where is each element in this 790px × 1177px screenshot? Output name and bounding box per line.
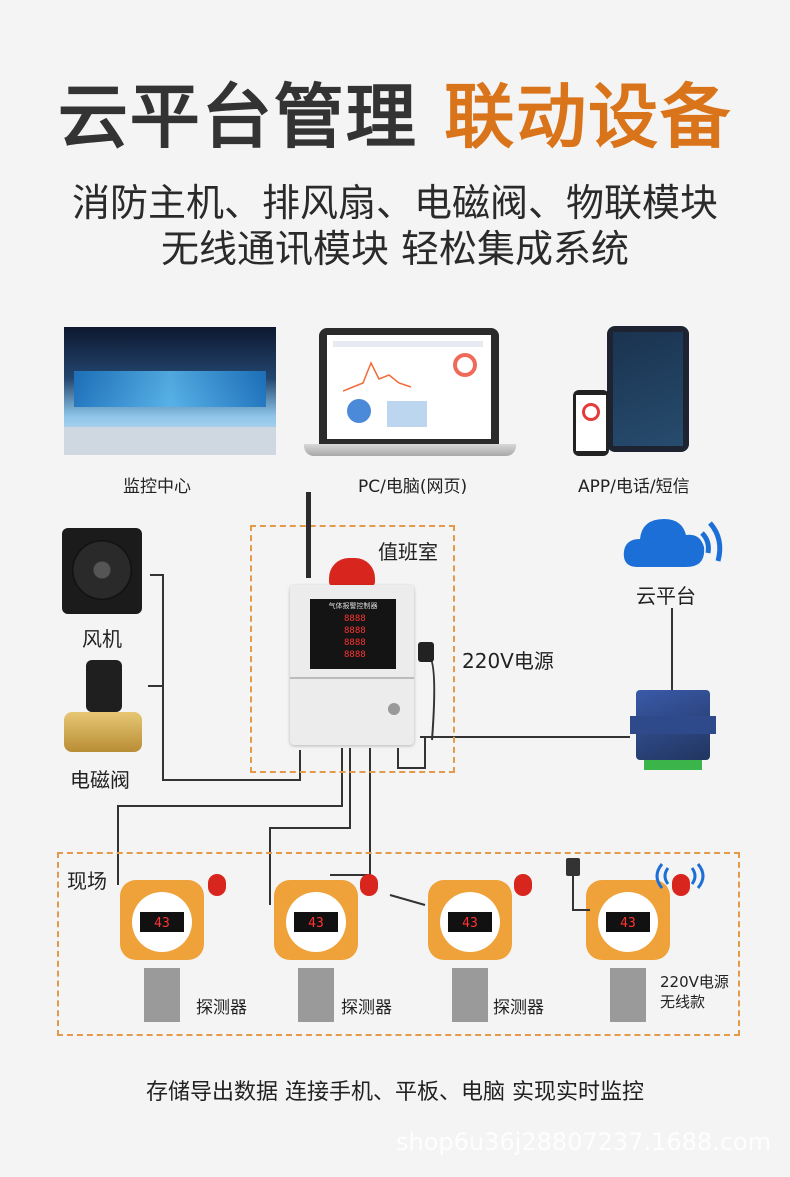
key-switch-icon xyxy=(388,703,400,715)
subtitle-line2: 无线通讯模块 轻松集成系统 xyxy=(160,227,630,271)
controller-screen: 气体报警控制器 8888 8888 8888 8888 xyxy=(310,599,396,669)
tablet-image xyxy=(607,326,689,452)
subtitle-line1: 消防主机、排风扇、电磁阀、物联模块 xyxy=(71,181,718,225)
page-title: 云平台管理 联动设备 xyxy=(0,72,790,162)
detector3-reading: 43 xyxy=(462,916,478,931)
cloud-icon xyxy=(623,519,723,567)
title-dark: 云平台管理 xyxy=(57,76,418,158)
adapter-icon xyxy=(566,858,580,876)
wireless-signal-icon xyxy=(655,863,670,889)
laptop-base xyxy=(304,444,516,456)
fan-image xyxy=(62,528,142,614)
laptop-image xyxy=(319,328,499,444)
detector3-label: 探测器 xyxy=(493,998,544,1018)
fan-line xyxy=(150,574,301,781)
valve-label: 电磁阀 xyxy=(70,768,130,792)
laptop-chart xyxy=(343,361,412,392)
monitoring-center-label: 监控中心 xyxy=(123,477,191,497)
cloud-label: 云平台 xyxy=(636,584,696,608)
pc-label: PC/电脑(网页) xyxy=(358,477,468,497)
duty-room-box xyxy=(250,525,455,773)
reading-2: 8888 xyxy=(344,626,366,636)
iot-router xyxy=(630,690,716,772)
controller-title: 气体报警控制器 xyxy=(328,602,378,610)
duty-room-label: 值班室 xyxy=(378,540,438,564)
detector2-line xyxy=(269,748,351,905)
detector2-label: 探测器 xyxy=(341,998,392,1018)
reading-3: 8888 xyxy=(344,638,366,648)
detector-1: 43 xyxy=(120,874,226,1022)
reading-4: 8888 xyxy=(344,650,366,660)
controller-body: 气体报警控制器 8888 8888 8888 8888 xyxy=(290,585,414,745)
phone-image xyxy=(573,390,609,456)
field-box xyxy=(57,852,740,1036)
field-label: 现场 xyxy=(67,869,107,893)
fan-label: 风机 xyxy=(82,627,122,651)
detector-2: 43 xyxy=(274,874,378,1022)
wireless-label: 无线款 xyxy=(660,993,706,1011)
title-accent: 联动设备 xyxy=(444,76,733,158)
power-plug-icon xyxy=(418,642,434,662)
detector1-line xyxy=(117,748,343,885)
detector1-label: 探测器 xyxy=(196,998,247,1018)
monitoring-center-image xyxy=(64,327,276,455)
power-label: 220V电源 xyxy=(462,649,554,673)
detector-3: 43 xyxy=(428,874,532,1022)
power-line xyxy=(397,737,426,769)
detector3-line xyxy=(389,894,426,906)
antenna-icon xyxy=(306,492,311,578)
valve-image xyxy=(62,660,144,754)
reading-1: 8888 xyxy=(344,614,366,624)
detector2-reading: 43 xyxy=(308,916,324,931)
watermark: shop6u36j28807237.1688.com xyxy=(396,1128,772,1156)
detector4-reading: 43 xyxy=(620,916,636,931)
wireless-power-label: 220V电源 xyxy=(660,973,729,991)
app-label: APP/电话/短信 xyxy=(578,477,690,497)
detector-wireless: 43 xyxy=(566,858,705,1022)
detector1-reading: 43 xyxy=(154,916,170,931)
alarm-light-icon xyxy=(329,558,375,586)
footer-text: 存储导出数据 连接手机、平板、电脑 实现实时监控 xyxy=(146,1080,644,1105)
